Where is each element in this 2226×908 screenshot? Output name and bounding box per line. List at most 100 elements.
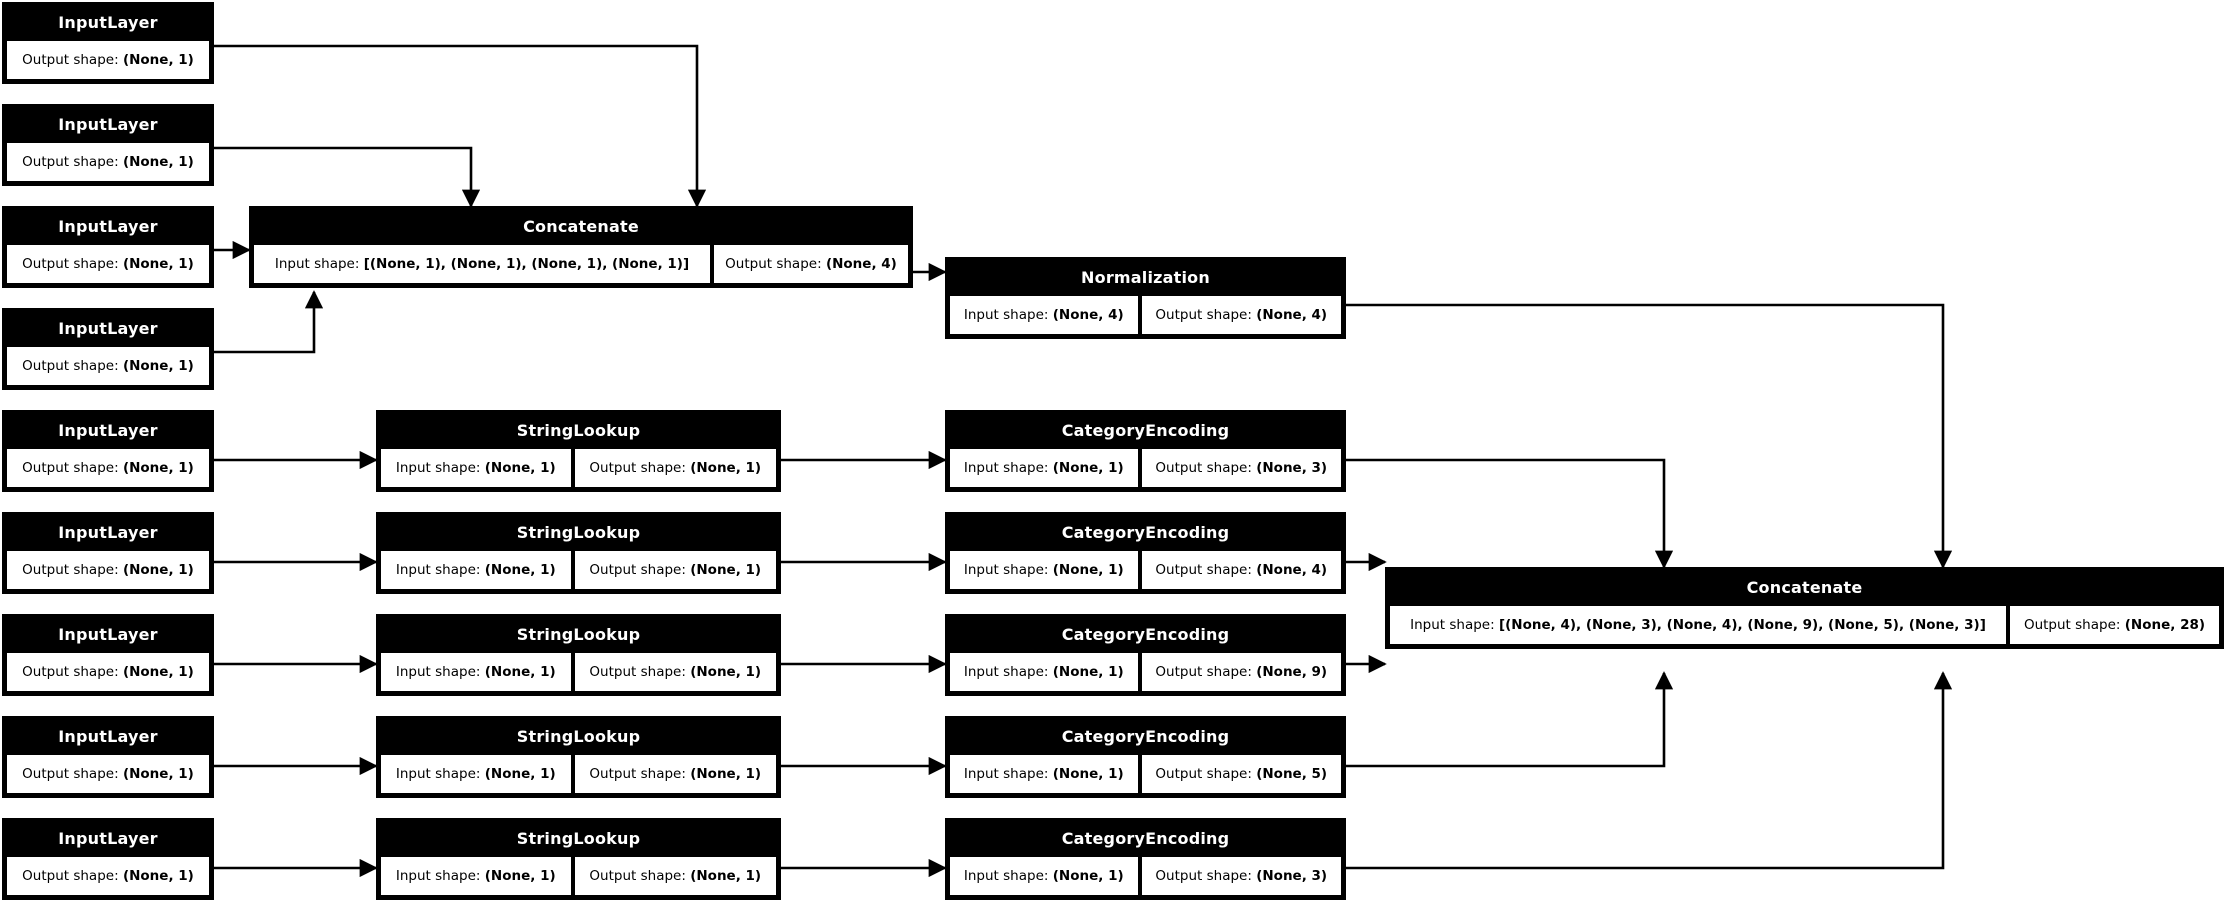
node-body: Input shape: (None, 1) Output shape: (No… (378, 652, 779, 694)
output-shape-value: (None, 1) (690, 868, 762, 884)
output-shape-value: (None, 28) (2124, 617, 2206, 633)
node-categoryencoding-4[interactable]: CategoryEncoding Input shape: (None, 1) … (945, 716, 1346, 798)
node-input-layer-5[interactable]: InputLayer Output shape: (None, 1) (2, 410, 214, 492)
node-body: Input shape: (None, 1) Output shape: (No… (947, 448, 1344, 490)
node-concatenate-numeric[interactable]: Concatenate Input shape: [(None, 1), (No… (249, 206, 913, 288)
node-title: StringLookup (378, 412, 779, 448)
input-shape-label: Input shape: (963, 307, 1049, 323)
node-stringlookup-3[interactable]: StringLookup Input shape: (None, 1) Outp… (376, 614, 781, 696)
input-shape-label: Input shape: (274, 256, 360, 272)
output-shape-label: Output shape: (589, 766, 686, 782)
node-normalization[interactable]: Normalization Input shape: (None, 4) Out… (945, 257, 1346, 339)
input-shape-value: (None, 1) (1052, 766, 1124, 782)
node-body: Input shape: (None, 1) Output shape: (No… (947, 550, 1344, 592)
output-shape-label: Output shape: (22, 868, 119, 884)
node-categoryencoding-2[interactable]: CategoryEncoding Input shape: (None, 1) … (945, 512, 1346, 594)
node-input-layer-9[interactable]: InputLayer Output shape: (None, 1) (2, 818, 214, 900)
node-title: InputLayer (4, 820, 212, 856)
node-categoryencoding-5[interactable]: CategoryEncoding Input shape: (None, 1) … (945, 818, 1346, 900)
output-shape-value: (None, 1) (690, 664, 762, 680)
output-shape-value: (None, 1) (122, 460, 194, 476)
node-input-layer-6[interactable]: InputLayer Output shape: (None, 1) (2, 512, 214, 594)
input-shape-label: Input shape: (395, 460, 481, 476)
output-shape-value: (None, 1) (122, 664, 194, 680)
node-body: Output shape: (None, 1) (4, 448, 212, 490)
node-body: Input shape: (None, 1) Output shape: (No… (378, 550, 779, 592)
input-shape-label: Input shape: (963, 460, 1049, 476)
output-shape-value: (None, 1) (122, 868, 194, 884)
input-shape-cell: Input shape: (None, 1) (380, 448, 572, 488)
node-title: Concatenate (251, 208, 911, 244)
node-body: Output shape: (None, 1) (4, 550, 212, 592)
output-shape-cell: Output shape: (None, 1) (573, 550, 777, 590)
node-title: Normalization (947, 259, 1344, 295)
node-stringlookup-1[interactable]: StringLookup Input shape: (None, 1) Outp… (376, 410, 781, 492)
output-shape-label: Output shape: (22, 256, 119, 272)
node-body: Output shape: (None, 1) (4, 754, 212, 796)
input-shape-value: (None, 1) (1052, 868, 1124, 884)
output-shape-cell: Output shape: (None, 28) (2009, 605, 2220, 645)
output-shape-label: Output shape: (22, 358, 119, 374)
input-shape-label: Input shape: (395, 766, 481, 782)
input-shape-cell: Input shape: (None, 1) (380, 550, 572, 590)
node-input-layer-7[interactable]: InputLayer Output shape: (None, 1) (2, 614, 214, 696)
input-shape-label: Input shape: (963, 562, 1049, 578)
output-shape-value: (None, 1) (122, 256, 194, 272)
node-body: Output shape: (None, 1) (4, 856, 212, 898)
node-body: Input shape: (None, 1) Output shape: (No… (378, 856, 779, 898)
node-stringlookup-2[interactable]: StringLookup Input shape: (None, 1) Outp… (376, 512, 781, 594)
input-shape-label: Input shape: (1410, 617, 1495, 633)
output-shape-value: (None, 1) (690, 562, 762, 578)
node-body: Input shape: (None, 4) Output shape: (No… (947, 295, 1344, 337)
node-categoryencoding-1[interactable]: CategoryEncoding Input shape: (None, 1) … (945, 410, 1346, 492)
node-stringlookup-5[interactable]: StringLookup Input shape: (None, 1) Outp… (376, 818, 781, 900)
input-shape-value: (None, 1) (1052, 460, 1124, 476)
node-body: Input shape: (None, 1) Output shape: (No… (947, 754, 1344, 796)
input-shape-cell: Input shape: (None, 4) (949, 295, 1139, 335)
input-shape-cell: Input shape: (None, 1) (949, 448, 1139, 488)
input-shape-cell: Input shape: [(None, 4), (None, 3), (Non… (1389, 605, 2007, 645)
node-input-layer-4[interactable]: InputLayer Output shape: (None, 1) (2, 308, 214, 390)
input-shape-value: (None, 1) (1052, 664, 1124, 680)
node-title: InputLayer (4, 106, 212, 142)
output-shape-label: Output shape: (22, 52, 119, 68)
node-body: Input shape: (None, 1) Output shape: (No… (947, 856, 1344, 898)
edge-categoryencoding1-to-concat-final (1346, 458, 1674, 569)
output-shape-label: Output shape: (589, 664, 686, 680)
output-shape-cell: Output shape: (None, 9) (1140, 652, 1342, 692)
output-shape-value: (None, 5) (1256, 766, 1328, 782)
node-categoryencoding-3[interactable]: CategoryEncoding Input shape: (None, 1) … (945, 614, 1346, 696)
output-shape-cell: Output shape: (None, 4) (713, 244, 909, 284)
input-shape-label: Input shape: (395, 664, 481, 680)
input-shape-value: (None, 1) (484, 766, 556, 782)
input-shape-value: (None, 1) (484, 664, 556, 680)
output-shape-label: Output shape: (589, 562, 686, 578)
output-shape-value: (None, 1) (122, 562, 194, 578)
input-shape-value: (None, 4) (1052, 307, 1124, 323)
node-title: StringLookup (378, 616, 779, 652)
output-shape-cell: Output shape: (None, 4) (1140, 295, 1342, 335)
node-body: Input shape: (None, 1) Output shape: (No… (378, 448, 779, 490)
node-title: StringLookup (378, 514, 779, 550)
node-body: Input shape: (None, 1) Output shape: (No… (947, 652, 1344, 694)
input-shape-cell: Input shape: (None, 1) (949, 856, 1139, 896)
node-input-layer-8[interactable]: InputLayer Output shape: (None, 1) (2, 716, 214, 798)
node-input-layer-3[interactable]: InputLayer Output shape: (None, 1) (2, 206, 214, 288)
node-concatenate-final[interactable]: Concatenate Input shape: [(None, 4), (No… (1385, 567, 2224, 649)
node-title: CategoryEncoding (947, 514, 1344, 550)
input-shape-value: (None, 1) (1052, 562, 1124, 578)
input-shape-cell: Input shape: (None, 1) (380, 754, 572, 794)
output-shape-cell: Output shape: (None, 3) (1140, 448, 1342, 488)
input-shape-value: (None, 1) (484, 562, 556, 578)
input-shape-label: Input shape: (395, 562, 481, 578)
output-shape-label: Output shape: (589, 460, 686, 476)
output-shape-label: Output shape: (725, 256, 822, 272)
output-shape-cell: Output shape: (None, 1) (6, 448, 210, 488)
edge-categoryencoding4-to-concat-final (1346, 671, 1674, 768)
input-shape-value: [(None, 4), (None, 3), (None, 4), (None,… (1498, 617, 1986, 633)
node-input-layer-2[interactable]: InputLayer Output shape: (None, 1) (2, 104, 214, 186)
node-input-layer-1[interactable]: InputLayer Output shape: (None, 1) (2, 2, 214, 84)
node-stringlookup-4[interactable]: StringLookup Input shape: (None, 1) Outp… (376, 716, 781, 798)
output-shape-value: (None, 9) (1256, 664, 1328, 680)
